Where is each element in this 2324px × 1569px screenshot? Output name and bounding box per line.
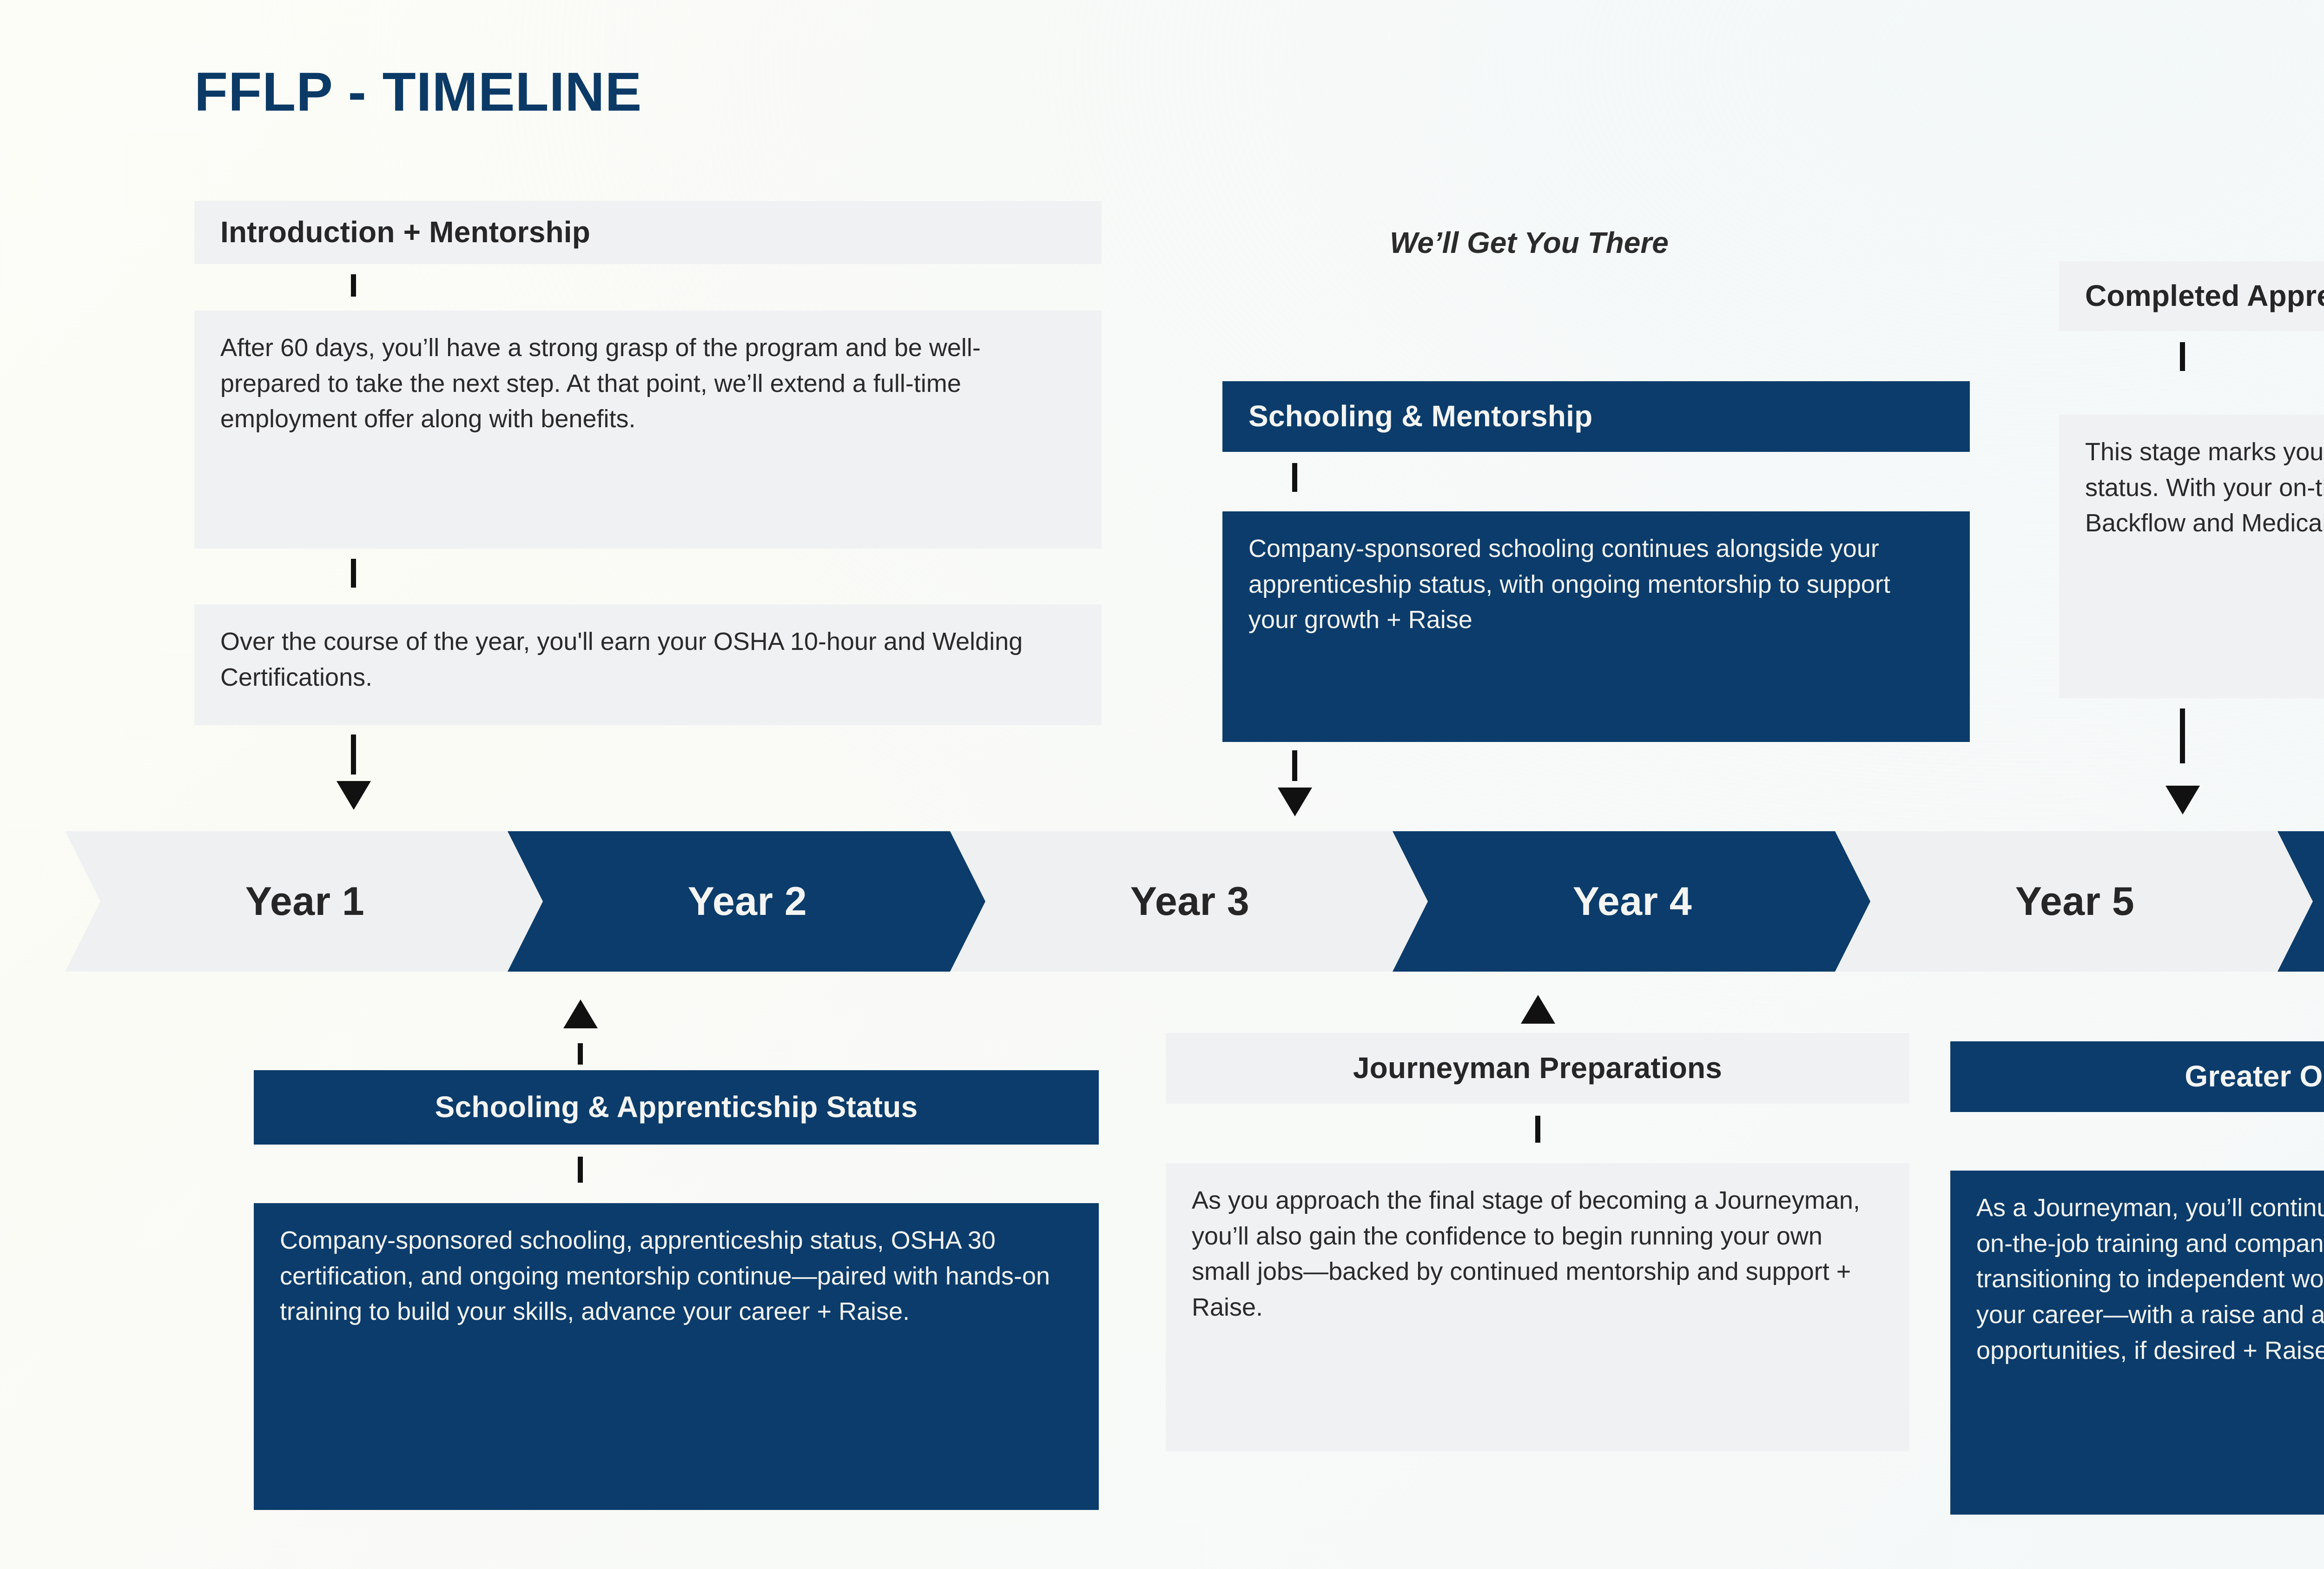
card-header-introduction-mentorship[interactable]: Introduction + Mentorship <box>194 201 1102 264</box>
card-body-text: Company-sponsored schooling continues al… <box>1248 535 1890 634</box>
card-header-completed-apprentiship[interactable]: Completed Apprentiship <box>2059 261 2324 331</box>
arrowhead-down-icon <box>337 781 371 810</box>
page-title: FFLP - TIMELINE <box>194 61 642 123</box>
card-body-completed-apprentiship[interactable]: This stage marks your transition toward … <box>2059 415 2324 698</box>
arrowhead-up-icon <box>563 1000 598 1028</box>
dash-segment <box>351 274 356 297</box>
timeline-step-year-5[interactable]: Year 5 <box>1835 831 2315 972</box>
card-body-text: Over the course of the year, you'll earn… <box>220 628 1023 691</box>
card-header-label: Greater Opportunites <box>2185 1059 2324 1093</box>
arrowhead-down-icon <box>1278 788 1312 816</box>
timeline-step-label: Year 2 <box>687 879 807 924</box>
card-header-label: Introduction + Mentorship <box>220 215 591 249</box>
timeline-step-label: Year 4 <box>1572 879 1692 924</box>
dash-segment <box>2180 708 2185 763</box>
card-header-schooling-apprenticship-status[interactable]: Schooling & Apprenticship Status <box>254 1070 1099 1145</box>
dash-segment <box>1292 463 1297 492</box>
tagline: We’ll Get You There <box>1390 226 1669 259</box>
card-header-schooling-mentorship[interactable]: Schooling & Mentorship <box>1222 381 1970 452</box>
card-body-schooling-mentorship[interactable]: Company-sponsored schooling continues al… <box>1222 511 1970 742</box>
arrowhead-up-icon <box>1521 995 1555 1024</box>
dash-segment <box>578 1157 583 1183</box>
timeline-step-label: Year 3 <box>1130 879 1250 924</box>
card-header-journeyman-preparations[interactable]: Journeyman Preparations <box>1166 1033 1909 1104</box>
card-body-schooling-apprenticship-status[interactable]: Company-sponsored schooling, apprentices… <box>254 1203 1099 1510</box>
timeline-step-year-3[interactable]: Year 3 <box>950 831 1430 972</box>
dash-segment <box>351 559 356 588</box>
timeline-step-label: Year 5 <box>2015 879 2135 924</box>
timeline-step-year-2[interactable]: Year 2 <box>508 831 987 972</box>
card-body-text: Company-sponsored schooling, apprentices… <box>280 1226 1050 1326</box>
arrowhead-down-icon <box>2166 786 2200 814</box>
timeline-bar: Year 1 Year 2 Year 3 Year 4 Year 5 Year … <box>65 831 2324 972</box>
timeline-step-label: Year 1 <box>245 879 365 924</box>
card-body-text: As you approach the final stage of becom… <box>1192 1186 1860 1322</box>
card-body-text: As a Journeyman, you’ll continue develop… <box>1976 1194 2324 1364</box>
card-body-journeyman-preparations[interactable]: As you approach the final stage of becom… <box>1166 1163 1909 1451</box>
dash-segment <box>1535 1116 1540 1143</box>
dash-segment <box>2180 342 2185 371</box>
card-body-text: This stage marks your transition toward … <box>2085 438 2324 537</box>
timeline-step-year-1[interactable]: Year 1 <box>65 831 545 972</box>
card-body-intro-mentorship[interactable]: After 60 days, you’ll have a strong gras… <box>194 311 1102 549</box>
card-body-greater-opportunites[interactable]: As a Journeyman, you’ll continue develop… <box>1950 1171 2324 1515</box>
card-header-label: Schooling & Mentorship <box>1248 399 1593 433</box>
dash-segment <box>578 1043 583 1065</box>
dash-segment <box>1292 750 1297 781</box>
timeline-step-year-4[interactable]: Year 4 <box>1393 831 1872 972</box>
card-header-label: Schooling & Apprenticship Status <box>435 1090 918 1124</box>
card-body-osha-welding[interactable]: Over the course of the year, you'll earn… <box>194 604 1102 725</box>
card-header-label: Journeyman Preparations <box>1353 1051 1723 1085</box>
card-body-text: After 60 days, you’ll have a strong gras… <box>220 334 981 433</box>
card-header-greater-opportunites[interactable]: Greater Opportunites <box>1950 1041 2324 1112</box>
card-header-label: Completed Apprentiship <box>2085 279 2324 313</box>
dash-segment <box>351 735 356 775</box>
